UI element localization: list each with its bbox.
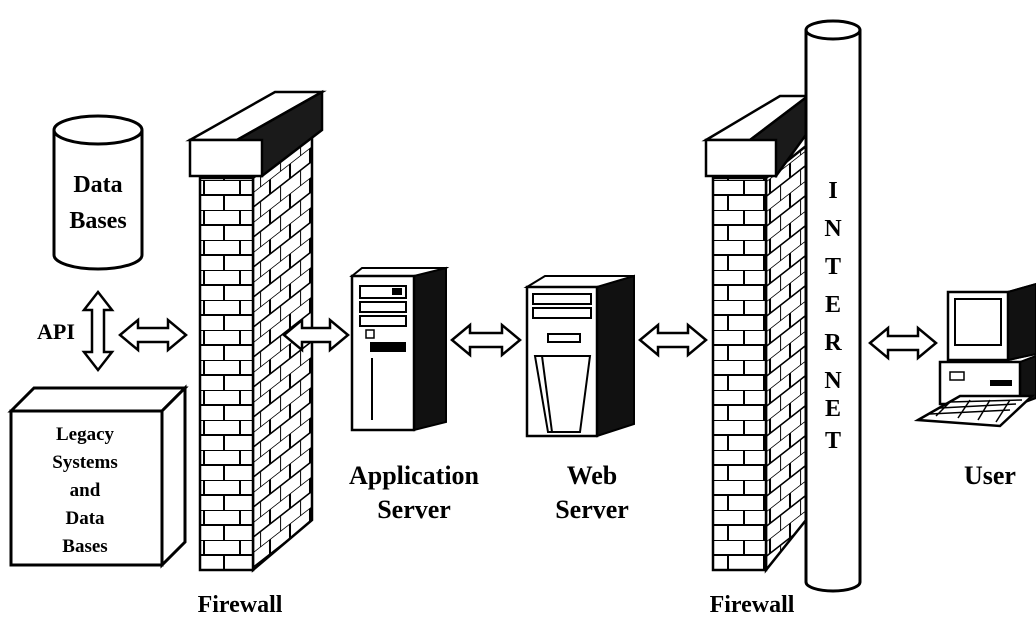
firewall-right-label: Firewall	[710, 592, 795, 618]
firewall-left: Firewall	[185, 89, 327, 618]
databases-label-line2: Bases	[69, 208, 126, 234]
application-server-node: Application Server	[349, 266, 480, 524]
user-label: User	[964, 461, 1016, 490]
internet-pipe-icon	[804, 19, 862, 593]
firewall-right: Firewall	[701, 93, 812, 618]
internet-letter: I	[828, 178, 837, 204]
internet-letter: T	[825, 428, 841, 454]
internet-letter: R	[824, 330, 842, 356]
legacy-label-line4: Data	[65, 508, 105, 529]
legacy-box-icon	[7, 384, 189, 569]
databases-label-line1: Data	[73, 172, 122, 198]
api-label: API	[37, 319, 75, 344]
internet-letter: N	[824, 216, 842, 242]
web-server-node: Web Server	[523, 274, 635, 524]
web-server-label-line1: Web	[567, 461, 618, 490]
double-arrow-icon	[868, 325, 938, 361]
firewall-left-label: Firewall	[198, 592, 283, 618]
double-arrow-icon	[450, 322, 522, 358]
internet-node: I N T E R N E T	[804, 19, 862, 593]
double-arrow-icon	[282, 317, 350, 353]
database-cylinder-icon	[52, 114, 144, 271]
user-node: User	[913, 282, 1036, 490]
legacy-systems-node: Legacy Systems and Data Bases	[7, 384, 189, 569]
internet-letter: E	[825, 292, 841, 318]
internet-letter: T	[825, 254, 841, 280]
legacy-label-line1: Legacy	[56, 424, 115, 445]
tower-server-icon	[523, 274, 635, 438]
double-arrow-icon	[638, 322, 708, 358]
web-server-label-line2: Server	[555, 495, 629, 524]
databases-node: Data Bases	[52, 114, 144, 271]
double-arrow-icon	[81, 289, 115, 373]
internet-letter: N	[824, 368, 842, 394]
api-connector: API	[37, 289, 115, 373]
app-server-label-line2: Server	[377, 495, 451, 524]
desktop-computer-icon	[913, 282, 1036, 428]
brick-firewall-icon	[185, 89, 327, 573]
legacy-label-line5: Bases	[62, 536, 107, 557]
brick-firewall-icon	[701, 93, 812, 574]
double-arrow-icon	[118, 317, 188, 353]
internet-letter: E	[825, 396, 841, 422]
app-server-label-line1: Application	[349, 461, 480, 490]
legacy-label-line2: Systems	[52, 452, 117, 473]
legacy-label-line3: and	[70, 480, 101, 501]
tower-server-icon	[349, 266, 450, 432]
